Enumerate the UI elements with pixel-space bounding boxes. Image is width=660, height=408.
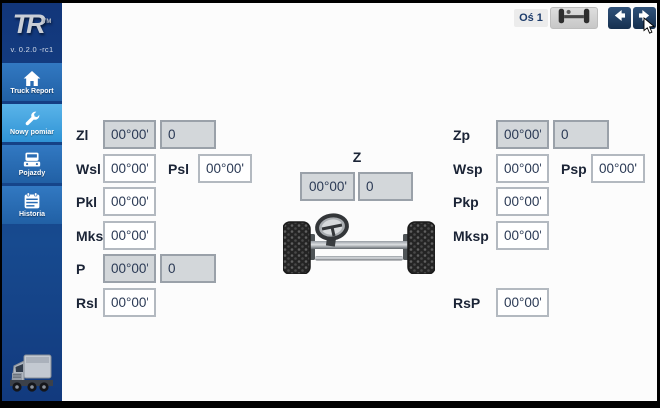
- field-psl-angle[interactable]: [198, 154, 252, 183]
- field-p-angle: [103, 254, 156, 283]
- label-rsl: Rsl: [76, 294, 98, 311]
- sidebar-item-nowy-pomiar[interactable]: Nowy pomiar: [2, 104, 62, 142]
- measure-row-wsp-psp: Wsp Psp: [453, 154, 645, 183]
- label-p: P: [76, 260, 86, 277]
- field-z-angle: [300, 172, 355, 201]
- field-rsp-angle[interactable]: [496, 288, 549, 317]
- sidebar-nav: Truck Report Nowy pomiar: [2, 63, 62, 224]
- measure-row-rsl: Rsl: [76, 288, 160, 317]
- label-zl: Zl: [76, 126, 89, 143]
- arrow-left-icon: [611, 7, 628, 29]
- measure-row-z: [300, 172, 413, 201]
- label-wsl: Wsl: [76, 160, 101, 177]
- measure-row-zp: Zp: [453, 120, 609, 149]
- axle-icon: [555, 7, 593, 30]
- label-psp: Psp: [561, 160, 587, 177]
- app-logo: TRTM: [2, 3, 62, 45]
- axle-illustration: [282, 212, 436, 279]
- calendar-icon: [23, 192, 41, 210]
- sidebar-item-pojazdy[interactable]: Pojazdy: [2, 145, 62, 183]
- measure-row-rsp: RsP: [453, 288, 553, 317]
- measure-row-zl: Zl: [76, 120, 216, 149]
- measure-row-mksp: Mksp: [453, 221, 553, 250]
- label-z: Z: [352, 149, 362, 165]
- home-icon: [22, 70, 42, 87]
- label-rsp: RsP: [453, 294, 481, 311]
- field-mksl-angle[interactable]: [103, 221, 156, 250]
- field-wsl-angle[interactable]: [103, 154, 156, 183]
- sidebar-item-truck-report[interactable]: Truck Report: [2, 63, 62, 101]
- axle-select-button[interactable]: [550, 7, 598, 29]
- field-zl-angle: [103, 120, 156, 149]
- field-rsl-angle[interactable]: [103, 288, 156, 317]
- measure-row-wsl-psl: Wsl Psl: [76, 154, 252, 183]
- field-p-raw: [160, 254, 216, 283]
- field-z-raw: [358, 172, 413, 201]
- field-zp-angle: [496, 120, 549, 149]
- logo-text: TRTM: [12, 8, 52, 39]
- measure-row-pkl: Pkl: [76, 187, 160, 216]
- field-zp-raw: [553, 120, 609, 149]
- measure-row-p: P: [76, 254, 216, 283]
- field-wsp-angle[interactable]: [496, 154, 549, 183]
- app-window: TRTM v. 0.2.0 -rc1 Truck Report Nowy pom…: [2, 3, 657, 401]
- label-mksp: Mksp: [453, 227, 489, 244]
- truck-image: [6, 350, 58, 399]
- sidebar-item-label: Historia: [18, 211, 46, 218]
- sidebar-item-label: Nowy pomiar: [10, 129, 54, 136]
- trademark-label: TM: [42, 18, 52, 25]
- label-pkl: Pkl: [76, 193, 98, 210]
- sidebar-item-historia[interactable]: Historia: [2, 186, 62, 224]
- axle-selector-label: Oś 1: [514, 9, 548, 27]
- label-psl: Psl: [168, 160, 190, 177]
- wrench-icon: [22, 110, 42, 128]
- version-label: v. 0.2.0 -rc1: [10, 45, 54, 54]
- field-pkl-angle[interactable]: [103, 187, 156, 216]
- measure-row-mksl: Mksl: [76, 221, 160, 250]
- label-pkp: Pkp: [453, 193, 479, 210]
- sidebar-item-label: Truck Report: [10, 87, 54, 95]
- label-wsp: Wsp: [453, 160, 483, 177]
- arrow-right-icon: [636, 7, 653, 29]
- measure-row-pkp: Pkp: [453, 187, 553, 216]
- sidebar: TRTM v. 0.2.0 -rc1 Truck Report Nowy pom…: [2, 3, 62, 401]
- label-zp: Zp: [453, 126, 471, 143]
- label-mksl: Mksl: [76, 227, 108, 244]
- field-pkp-angle[interactable]: [496, 187, 549, 216]
- sidebar-item-label: Pojazdy: [18, 170, 46, 177]
- field-zl-raw: [160, 120, 216, 149]
- field-psp-angle[interactable]: [591, 154, 645, 183]
- next-axle-button[interactable]: [633, 7, 656, 29]
- field-mksp-angle[interactable]: [496, 221, 549, 250]
- truck-icon: [22, 151, 42, 169]
- previous-axle-button[interactable]: [608, 7, 631, 29]
